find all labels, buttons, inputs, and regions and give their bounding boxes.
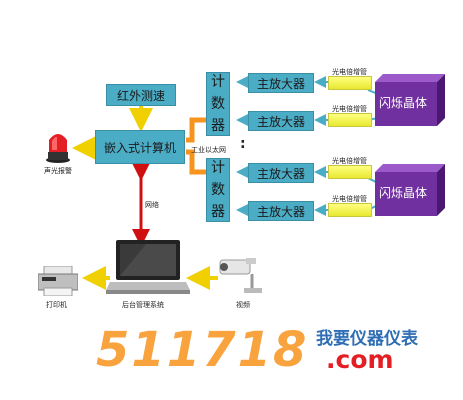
counter-char: 数	[211, 96, 225, 112]
scintillation-crystal-top: 闪烁晶体	[375, 74, 445, 126]
network-label: 网络	[145, 201, 159, 209]
printer-icon	[37, 265, 79, 297]
pmt-label: 光电倍增管	[332, 105, 367, 113]
camera-icon	[218, 254, 264, 296]
main-amplifier-2: 主放大器	[248, 111, 314, 131]
infrared-speed-label: 红外测速	[116, 88, 165, 103]
counter-top: 计 数 器	[206, 72, 230, 136]
scintillation-crystal-bottom: 闪烁晶体	[375, 164, 445, 216]
crystal-label: 闪烁晶体	[379, 186, 428, 200]
pmt-tube-1	[328, 76, 372, 90]
pmt-tube-2	[328, 113, 372, 127]
counter-char: 器	[211, 118, 225, 134]
pmt-label: 光电倍增管	[332, 68, 367, 76]
logo-domain: .com	[326, 345, 394, 374]
ellipsis-mark: :	[240, 136, 246, 152]
laptop-icon	[106, 240, 190, 296]
infrared-speed-box: 红外测速	[106, 84, 176, 106]
alarm-light-icon	[44, 130, 72, 164]
pmt-label: 光电倍增管	[332, 157, 367, 165]
counter-char: 计	[211, 160, 225, 176]
main-amplifier-1: 主放大器	[248, 73, 314, 93]
main-amplifier-3: 主放大器	[248, 163, 314, 183]
counter-char: 计	[211, 74, 225, 90]
counter-char: 器	[211, 204, 225, 220]
embedded-computer-box: 嵌入式计算机	[95, 130, 185, 164]
counter-bottom: 计 数 器	[206, 158, 230, 222]
amplifier-label: 主放大器	[256, 76, 305, 91]
backend-label: 后台管理系统	[122, 301, 164, 309]
amplifier-label: 主放大器	[256, 114, 305, 129]
pmt-tube-4	[328, 203, 372, 217]
alarm-label: 声光报警	[44, 167, 72, 175]
embedded-computer-label: 嵌入式计算机	[103, 140, 176, 155]
logo-text: 我要仪器仪表	[316, 329, 418, 349]
amplifier-label: 主放大器	[256, 166, 305, 181]
logo-number: 511718	[96, 322, 309, 378]
pmt-label: 光电倍增管	[332, 195, 367, 203]
ethernet-label: 工业以太网	[191, 146, 226, 154]
printer-label: 打印机	[46, 301, 67, 309]
pmt-tube-3	[328, 165, 372, 179]
crystal-label: 闪烁晶体	[379, 96, 428, 110]
amplifier-label: 主放大器	[256, 204, 305, 219]
counter-char: 数	[211, 182, 225, 198]
main-amplifier-4: 主放大器	[248, 201, 314, 221]
video-label: 视频	[236, 301, 250, 309]
